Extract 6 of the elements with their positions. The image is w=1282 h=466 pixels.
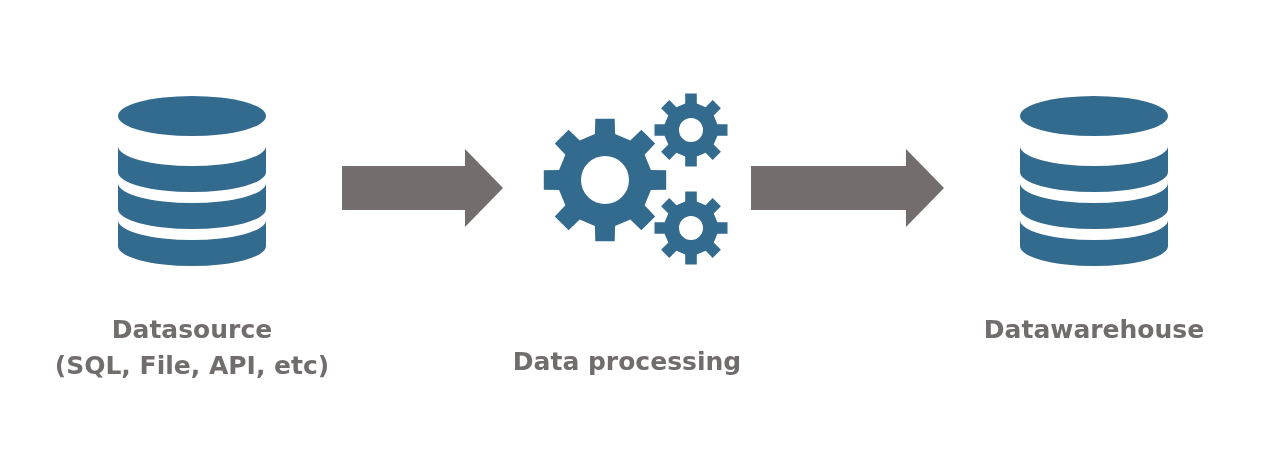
- node-label: (SQL, File, API, etc): [53, 350, 331, 382]
- node-label: Data processing: [511, 346, 743, 378]
- node-label: Datasource: [110, 314, 274, 346]
- arrow: [342, 149, 503, 227]
- node-label: Datawarehouse: [982, 314, 1206, 346]
- arrow: [751, 149, 944, 227]
